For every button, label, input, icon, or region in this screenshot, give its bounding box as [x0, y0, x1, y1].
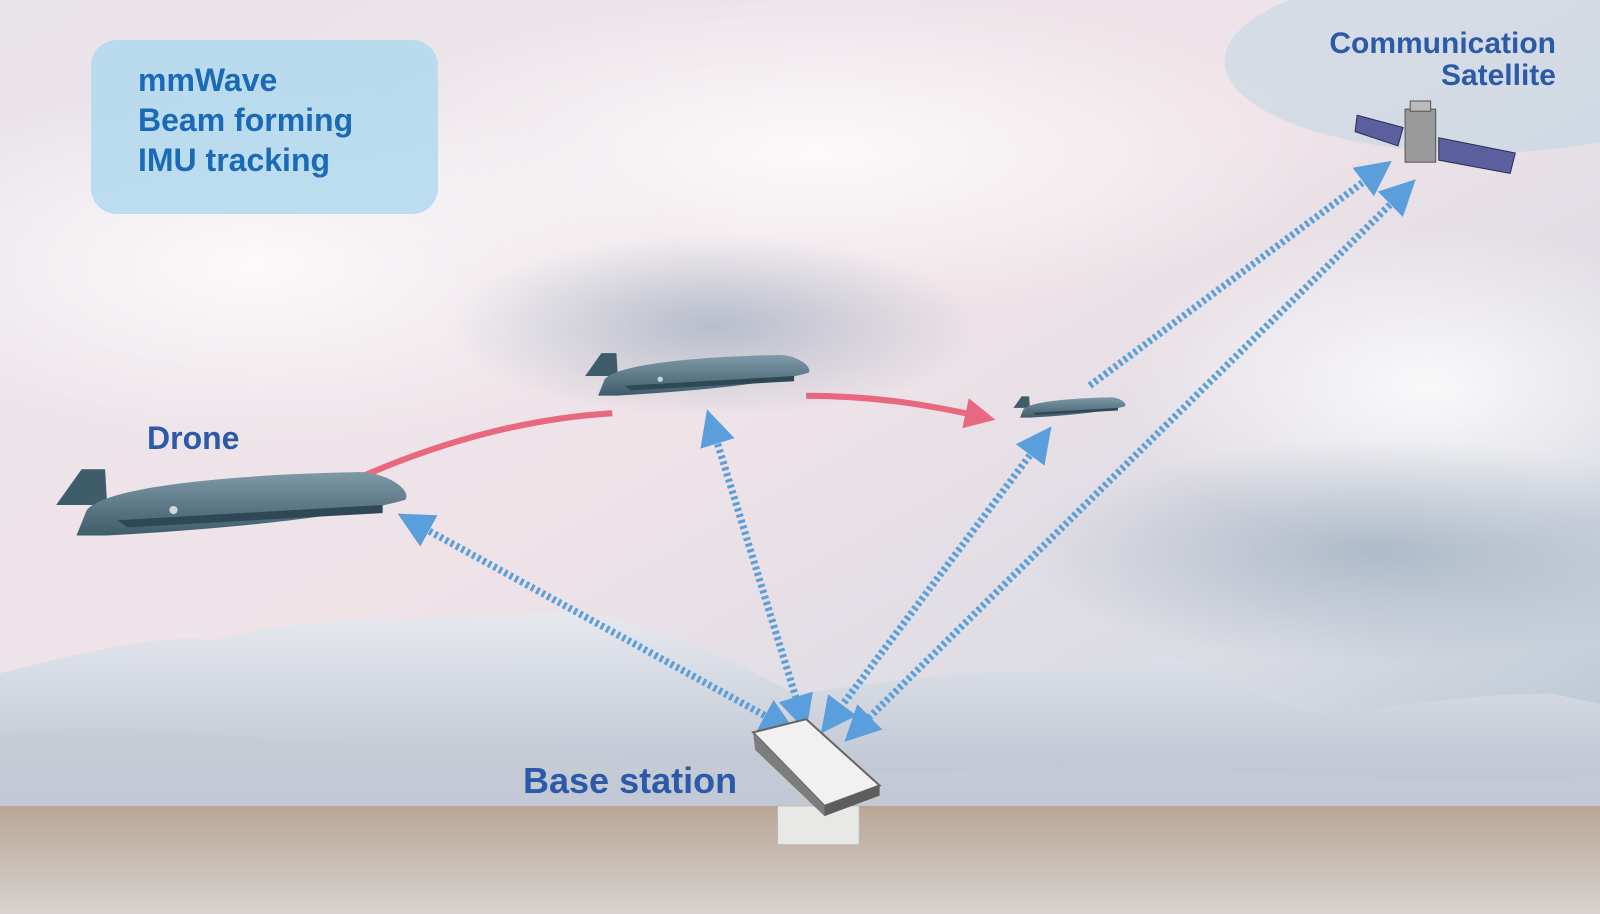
drone-medium [585, 353, 810, 396]
drone-label: Drone [147, 420, 240, 456]
satellite-label: Communication Satellite [1329, 28, 1556, 92]
feature-mmwave: mmWave [138, 62, 278, 98]
feature-imu-tracking: IMU tracking [138, 142, 331, 178]
feature-beam-forming: Beam forming [138, 102, 354, 138]
link-satellite-base [844, 179, 1416, 742]
satellite-label-line2: Satellite [1440, 59, 1556, 92]
link-drone3-satellite [1087, 160, 1392, 389]
base-station-label: Base station [523, 760, 738, 801]
satellite-icon [1354, 100, 1516, 175]
link-drone2-base [700, 409, 813, 732]
feature-info-box: mmWave Beam forming IMU tracking [91, 40, 438, 214]
communication-links [397, 160, 1416, 742]
base-station-icon [751, 718, 882, 846]
flight-path-segment [361, 410, 613, 480]
drone-large [56, 469, 407, 536]
satellite-label-line1: Communication [1329, 27, 1556, 60]
drone-small [1013, 396, 1126, 418]
